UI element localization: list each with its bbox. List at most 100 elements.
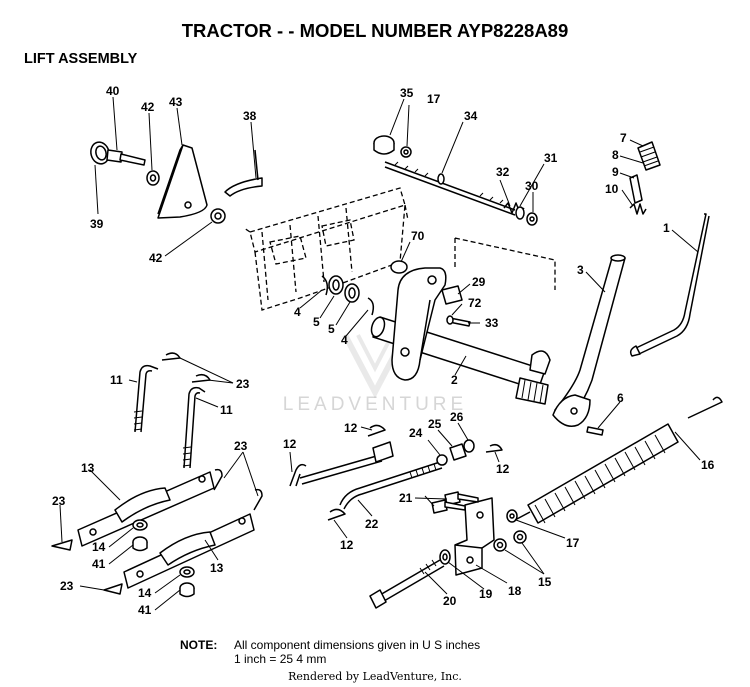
callout-42: 42 (141, 100, 155, 114)
bolt-40 (106, 149, 146, 166)
nut-30 (526, 212, 538, 226)
callout-8: 8 (612, 148, 619, 162)
callout-14: 14 (138, 586, 152, 600)
callout-4: 4 (294, 305, 301, 319)
callout-40: 40 (106, 84, 120, 98)
callout-23: 23 (236, 377, 250, 391)
nut-41-lower (179, 582, 195, 598)
washer-19 (439, 549, 451, 565)
callout-21: 21 (399, 491, 413, 505)
callout-13: 13 (81, 461, 95, 475)
callout-34: 34 (464, 109, 478, 123)
threaded-rod-34 (384, 161, 516, 216)
rod-22 (339, 461, 443, 510)
callout-39: 39 (90, 217, 104, 231)
footer-credit: Rendered by LeadVenture, Inc. (288, 670, 462, 683)
callout-25: 25 (428, 417, 442, 431)
arm-plate-2 (391, 267, 447, 381)
lift-handle-1 (629, 213, 710, 357)
nuts-15 (493, 530, 527, 552)
callout-41: 41 (92, 557, 106, 571)
callout-31: 31 (544, 151, 558, 165)
callout-30: 30 (525, 179, 539, 193)
rod-upper (299, 441, 394, 485)
nut-41-upper (132, 536, 148, 552)
rod-12-left (289, 463, 307, 487)
section-title: LIFT ASSEMBLY (24, 51, 138, 67)
callout-17: 17 (427, 92, 441, 106)
rod-9 (629, 174, 643, 204)
callout-29: 29 (472, 275, 486, 289)
page-title: TRACTOR - - MODEL NUMBER AYP8228A89 (181, 20, 569, 41)
dimensions-note: NOTE:All component dimensions given in U… (180, 638, 480, 666)
grip-7 (637, 141, 661, 171)
callout-7: 7 (620, 131, 627, 145)
callout-19: 19 (479, 587, 493, 601)
callout-12: 12 (340, 538, 354, 552)
callout-12: 12 (283, 437, 297, 451)
callout-3: 3 (577, 263, 584, 277)
spring-clip-38 (224, 149, 263, 197)
bolts-21 (431, 491, 479, 514)
j-bolt-11-right (182, 386, 206, 469)
callout-38: 38 (243, 109, 257, 123)
parts-25-26 (449, 439, 475, 461)
callout-33: 33 (485, 316, 499, 330)
nut-24 (436, 454, 448, 466)
callout-22: 22 (365, 517, 379, 531)
bolt-20 (369, 559, 445, 609)
callout-11: 11 (110, 373, 123, 387)
callout-32: 32 (496, 165, 510, 179)
spring-10 (629, 203, 647, 215)
lift-link-13-lower (123, 513, 255, 589)
callout-4: 4 (341, 333, 348, 347)
callout-23: 23 (60, 579, 74, 593)
callout-18: 18 (508, 584, 522, 598)
callout-26: 26 (450, 410, 464, 424)
lift-lever-3 (552, 254, 626, 427)
cam-43 (157, 144, 208, 219)
hairpins-23-top (161, 352, 211, 383)
callout-6: 6 (617, 391, 624, 405)
callout-42: 42 (149, 251, 163, 265)
callout-15: 15 (538, 575, 552, 589)
washer-14-upper (132, 519, 148, 531)
callout-16: 16 (701, 458, 715, 472)
nut-17-lower (506, 509, 518, 523)
spring-16 (514, 396, 723, 524)
callout-5: 5 (328, 322, 335, 336)
washer-14-lower (179, 566, 195, 578)
callout-41: 41 (138, 603, 152, 617)
watermark: LEADVENTURE (282, 394, 468, 415)
note-line-2: 1 inch = 25 4 mm (234, 652, 327, 666)
callout-13: 13 (210, 561, 224, 575)
callout-20: 20 (443, 594, 457, 608)
callout-12: 12 (496, 462, 510, 476)
washer-42-upper (146, 170, 160, 186)
nut-17-upper (400, 146, 412, 158)
bolt-72-33 (446, 315, 471, 327)
knob-35 (373, 135, 395, 155)
callout-70: 70 (411, 229, 425, 243)
knob-39 (90, 141, 110, 165)
callout-1: 1 (663, 221, 670, 235)
leader-lines (59, 96, 701, 611)
washer-42-lower (210, 208, 226, 224)
callout-10: 10 (605, 182, 619, 196)
callout-17: 17 (566, 536, 580, 550)
callout-14: 14 (92, 540, 106, 554)
callout-9: 9 (612, 165, 619, 179)
washers-4-5 (321, 275, 375, 316)
frame-outline (243, 187, 556, 311)
callout-23: 23 (52, 494, 66, 508)
callout-2: 2 (451, 373, 458, 387)
callout-labels: 40 42 43 39 42 38 35 17 34 32 31 30 7 8 … (52, 84, 715, 617)
note-label: NOTE: (180, 638, 218, 652)
hairpins-12 (327, 424, 503, 521)
callout-24: 24 (409, 426, 423, 440)
callout-35: 35 (400, 86, 414, 100)
bracket-29 (441, 285, 463, 305)
clip-70 (390, 260, 408, 274)
washer-31 (515, 206, 525, 220)
